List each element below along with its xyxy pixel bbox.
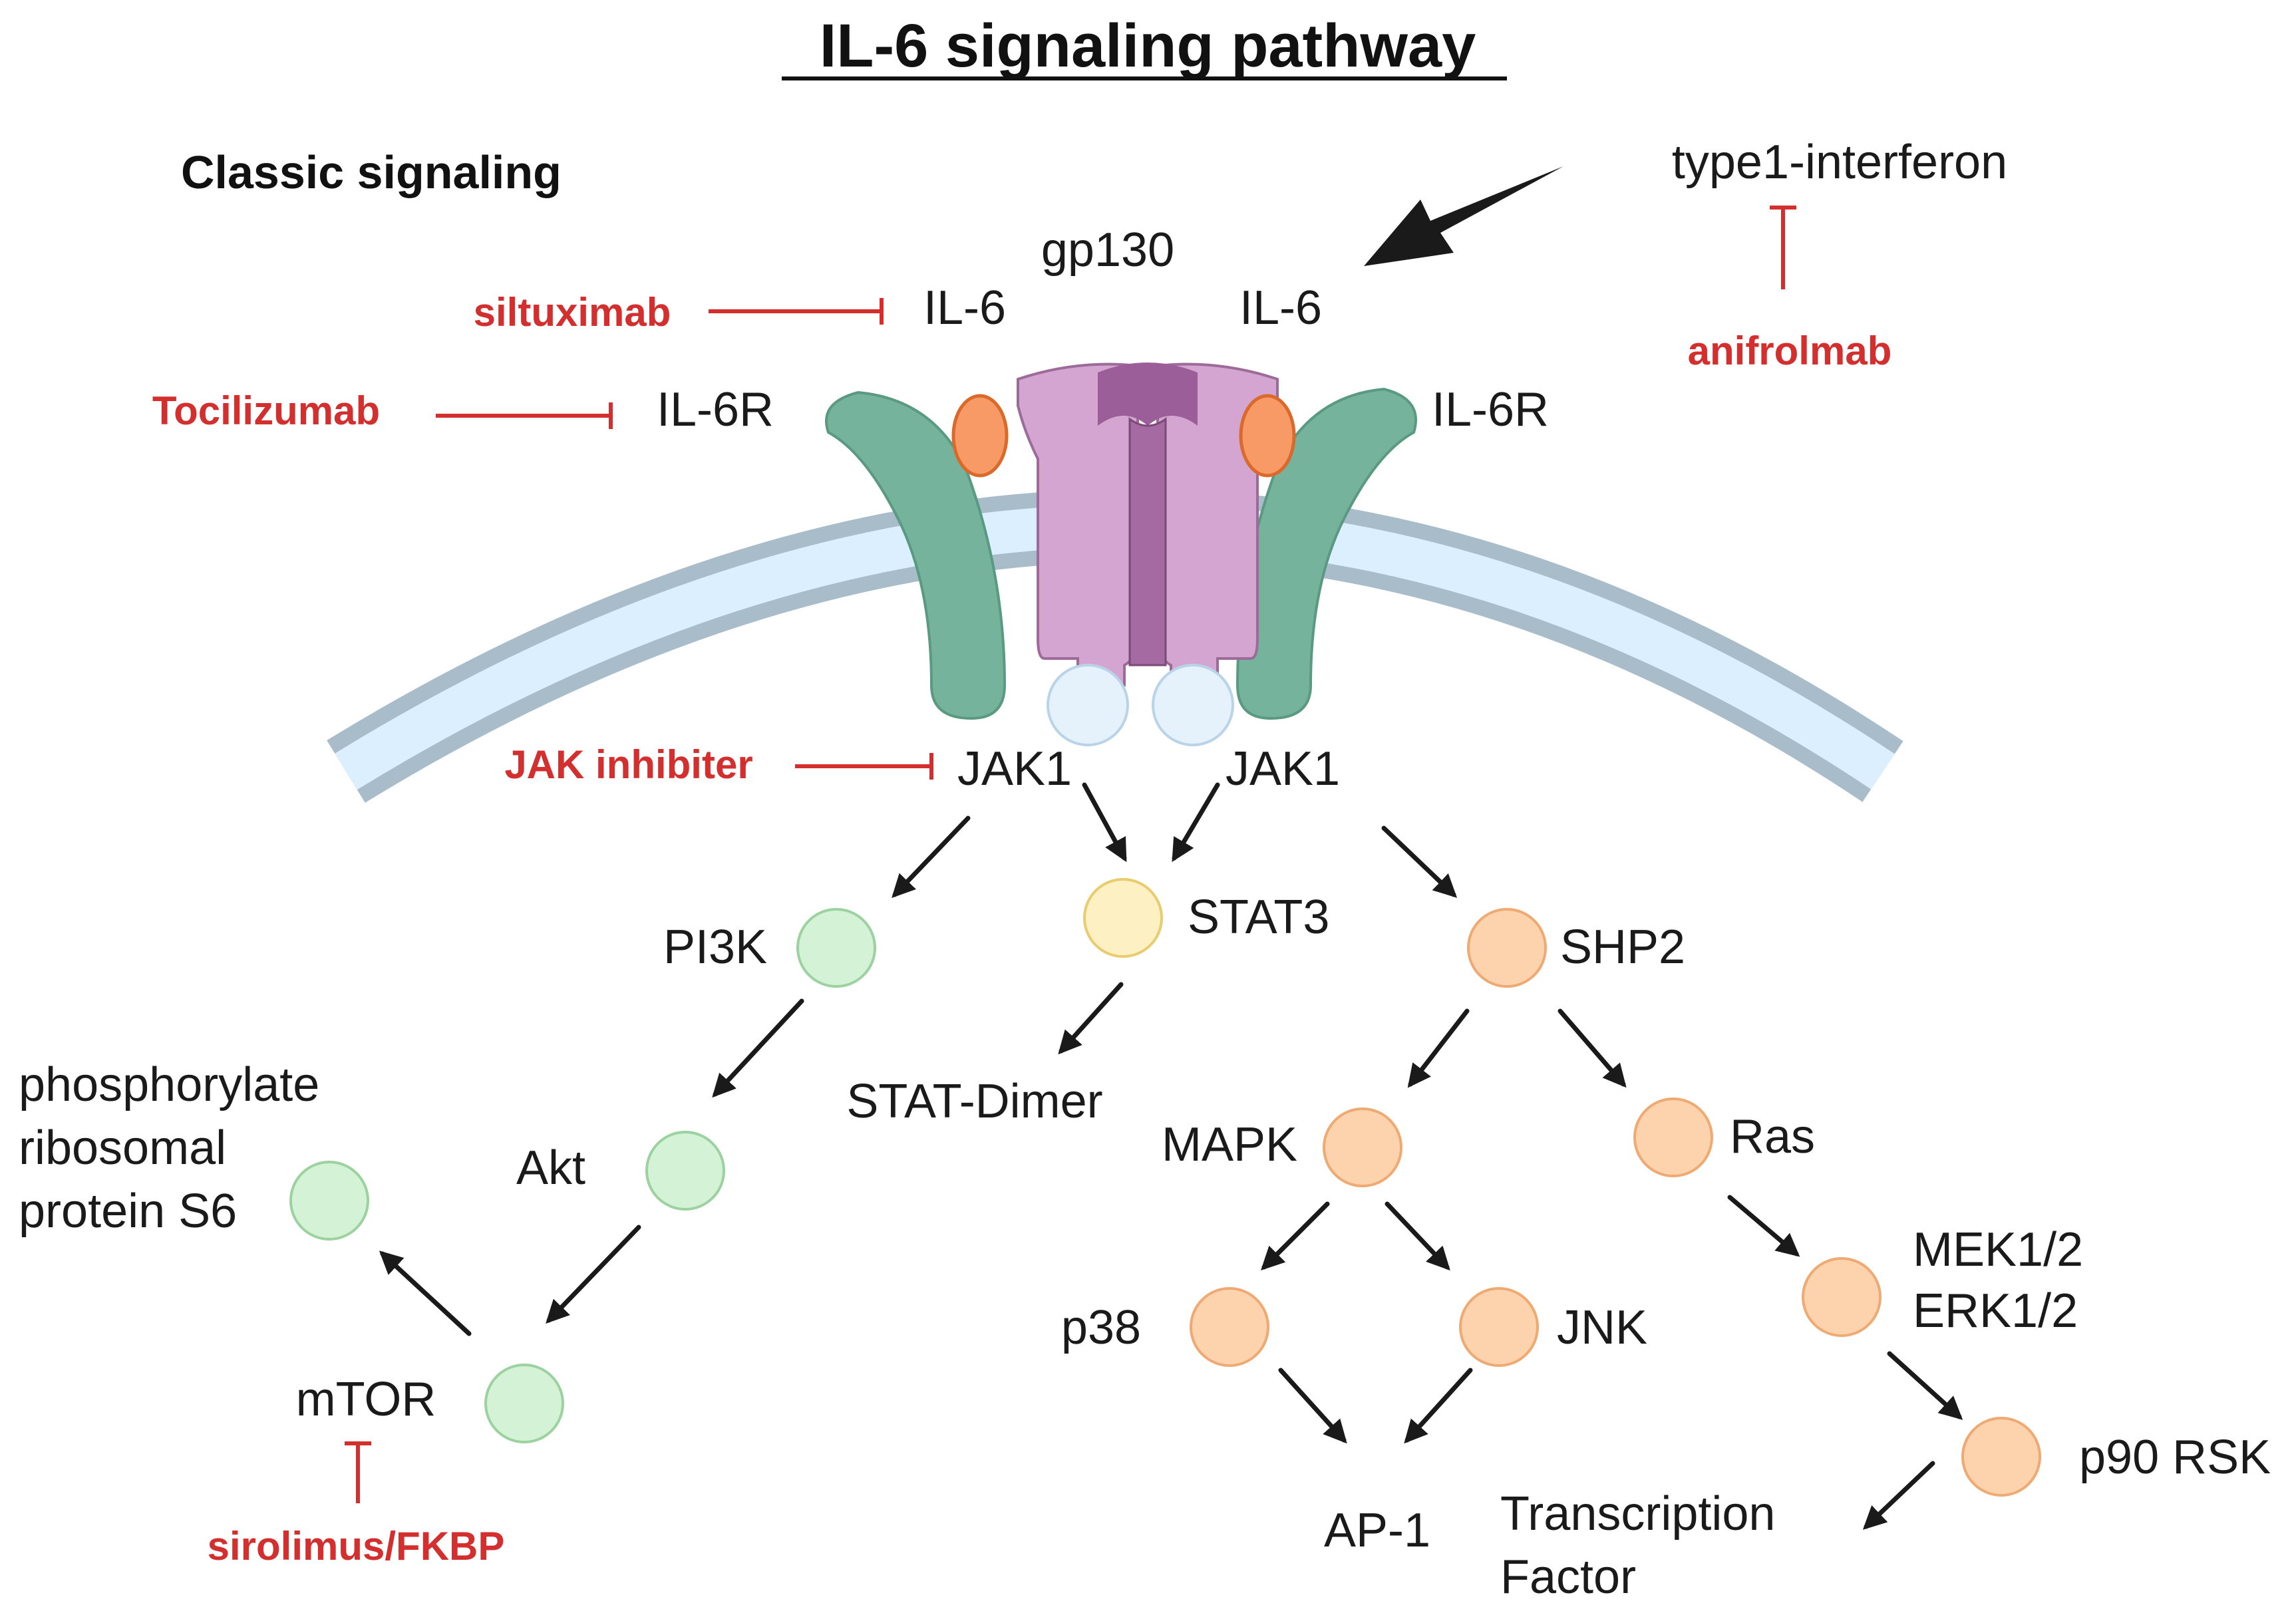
arrow-p90rsk-tf bbox=[1862, 1461, 1935, 1530]
inhibitor-tocilizumab: Tocilizumab bbox=[152, 388, 613, 433]
arrow-shp2-ras bbox=[1558, 1008, 1627, 1088]
shp2-label: SHP2 bbox=[1560, 921, 1685, 974]
s6-label-line3: protein S6 bbox=[19, 1185, 237, 1238]
section-label: Classic signaling bbox=[181, 146, 562, 198]
arrow-to-shp2 bbox=[1381, 825, 1458, 898]
mapk-circle bbox=[1323, 1107, 1402, 1187]
arrow-p38-ap1 bbox=[1278, 1368, 1347, 1444]
ras-label: Ras bbox=[1730, 1110, 1815, 1163]
sirolimus-label: sirolimus/FKBP bbox=[208, 1524, 505, 1568]
stat-dimer-label: STAT-Dimer bbox=[846, 1075, 1102, 1128]
mapk-label: MAPK bbox=[1162, 1118, 1297, 1171]
page-title: IL-6 signaling pathway bbox=[820, 12, 1476, 80]
arrow-jak1-pi3k bbox=[892, 815, 971, 899]
arrow-pi3k-akt bbox=[712, 998, 804, 1098]
interferon-arrow bbox=[1364, 166, 1563, 266]
p90rsk-label: p90 RSK bbox=[2079, 1431, 2271, 1484]
jnk-label: JNK bbox=[1557, 1301, 1647, 1354]
jak1-right-circle bbox=[1152, 664, 1234, 746]
shp2-circle bbox=[1467, 908, 1547, 988]
inhibitor-siltuximab: siltuximab bbox=[474, 290, 884, 335]
jak-inhibitor-label: JAK inhibiter bbox=[504, 742, 752, 787]
jak1-left-circle bbox=[1047, 664, 1129, 746]
erk-label: ERK1/2 bbox=[1913, 1284, 2078, 1338]
pi3k-label: PI3K bbox=[663, 921, 767, 974]
inhibitor-jak: JAK inhibiter bbox=[504, 742, 933, 787]
arrow-shp2-mapk bbox=[1407, 1008, 1470, 1088]
tocilizumab-label: Tocilizumab bbox=[152, 388, 380, 433]
il6r-right-label: IL-6R bbox=[1432, 383, 1549, 436]
p38-label: p38 bbox=[1061, 1301, 1141, 1354]
il6-right-label: IL-6 bbox=[1239, 281, 1322, 335]
arrow-mek-p90rsk bbox=[1887, 1351, 1963, 1420]
mtor-circle bbox=[484, 1364, 564, 1443]
arrow-mtor-s6 bbox=[379, 1250, 472, 1336]
s6-label-line2: ribosomal bbox=[19, 1121, 226, 1175]
il6r-left-label: IL-6R bbox=[657, 383, 774, 436]
activation-arrows bbox=[379, 782, 1963, 1530]
s6-label-line1: phosphorylate bbox=[19, 1058, 319, 1111]
ras-circle bbox=[1633, 1098, 1713, 1177]
inhibitor-sirolimus: sirolimus/FKBP bbox=[208, 1441, 505, 1568]
jak1-left-label: JAK1 bbox=[957, 742, 1072, 796]
p90rsk-circle bbox=[1961, 1417, 2041, 1497]
arrow-jak1-stat3-right bbox=[1172, 782, 1220, 863]
stat3-circle bbox=[1083, 878, 1163, 958]
s6-circle bbox=[289, 1161, 369, 1241]
arrow-jnk-ap1 bbox=[1404, 1368, 1473, 1444]
mek-erk-circle bbox=[1802, 1257, 1882, 1337]
siltuximab-label: siltuximab bbox=[474, 290, 671, 335]
jnk-circle bbox=[1459, 1287, 1539, 1367]
arrow-jak1-stat3-left bbox=[1082, 782, 1127, 863]
jak1-right-label: JAK1 bbox=[1226, 742, 1340, 796]
p38-circle bbox=[1190, 1287, 1269, 1367]
stat3-label: STAT3 bbox=[1188, 891, 1329, 944]
gp130-label: gp130 bbox=[1041, 223, 1174, 277]
arrow-mapk-jnk bbox=[1385, 1201, 1450, 1271]
il6-left-label: IL-6 bbox=[923, 281, 1006, 335]
arrow-stat3-dimer bbox=[1058, 982, 1124, 1055]
transcription-factor-label-line1: Transcription bbox=[1500, 1487, 1775, 1540]
arrow-mapk-p38 bbox=[1261, 1201, 1330, 1270]
ap1-label: AP-1 bbox=[1324, 1504, 1430, 1557]
akt-circle bbox=[645, 1131, 725, 1211]
mek-label: MEK1/2 bbox=[1913, 1223, 2083, 1276]
inhibitor-anifrolmab: anifrolmab bbox=[1688, 206, 1892, 373]
gp130-dimer bbox=[1017, 363, 1279, 686]
akt-label: Akt bbox=[516, 1141, 585, 1195]
anifrolmab-label: anifrolmab bbox=[1688, 329, 1892, 373]
il6-ligand-right bbox=[1239, 394, 1296, 478]
pi3k-circle bbox=[796, 908, 876, 988]
arrow-ras-mek bbox=[1727, 1195, 1800, 1257]
il6-ligand-left bbox=[951, 394, 1009, 478]
type1-interferon-label: type1-interferon bbox=[1672, 136, 2007, 189]
mtor-label: mTOR bbox=[296, 1373, 436, 1426]
arrow-akt-mtor bbox=[546, 1225, 641, 1324]
transcription-factor-label-line2: Factor bbox=[1500, 1550, 1636, 1604]
